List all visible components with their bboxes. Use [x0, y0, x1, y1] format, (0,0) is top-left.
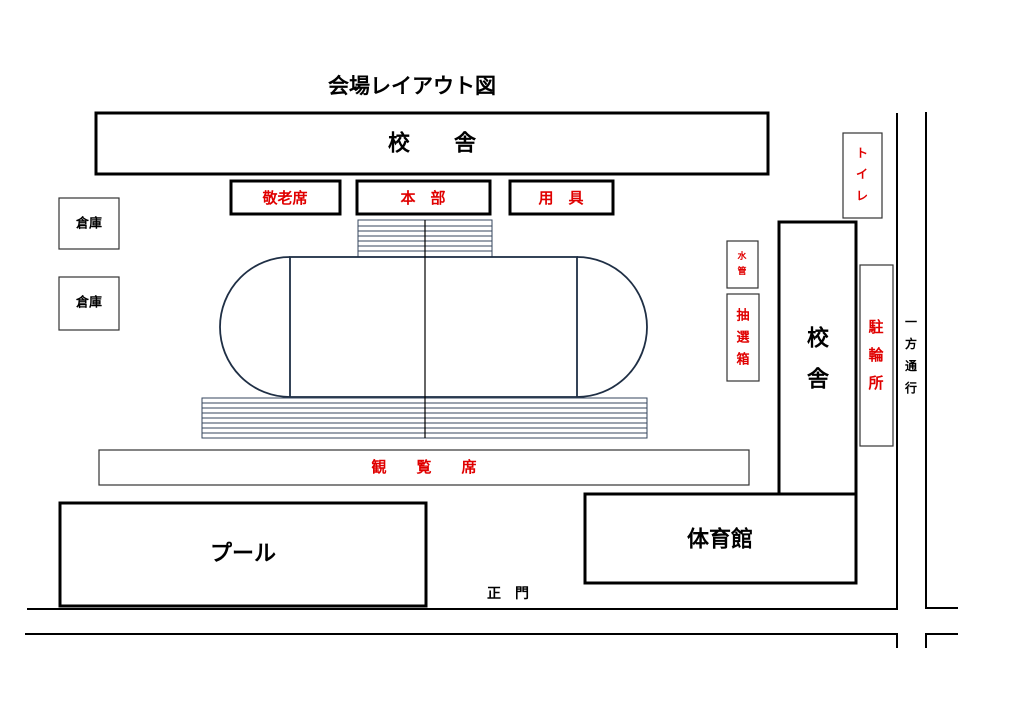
bicycle-parking-char: 駐	[868, 318, 883, 336]
lottery-box: 抽 選 箱	[726, 293, 760, 382]
pool-label: プール	[210, 542, 276, 567]
school-right-label-2: 舎	[807, 368, 830, 393]
one-way-char: 通	[905, 358, 917, 373]
gymnasium: 体育館	[583, 492, 858, 585]
headquarters: 本 部	[355, 179, 492, 216]
main-gate-label: 正 門	[487, 586, 529, 602]
equipment-label: 用 具	[538, 189, 583, 207]
toilet-char: イ	[856, 167, 868, 181]
toilet: ト イ レ	[842, 132, 883, 219]
athletic-track	[219, 256, 648, 398]
lottery-box-char: 箱	[736, 352, 749, 368]
storage-1-label: 倉庫	[75, 216, 102, 232]
water-pipe-char: 管	[737, 265, 746, 277]
water-pipe-char: 水	[737, 250, 747, 262]
equipment: 用 具	[508, 179, 615, 216]
school-right-label-1: 校	[807, 326, 830, 352]
lottery-box-char: 抽	[736, 308, 749, 324]
water-pipe: 水 管	[726, 240, 759, 289]
spectator-seats: 観 覧 席	[98, 449, 750, 486]
gym-label: 体育館	[687, 527, 753, 553]
school-building-top: 校 舎	[94, 111, 770, 176]
one-way-char: 行	[904, 380, 917, 395]
school-building-right: 校 舎	[777, 220, 858, 496]
one-way-char: 方	[905, 336, 917, 351]
storage-2: 倉庫	[58, 276, 120, 331]
storage-2-label: 倉庫	[75, 295, 102, 311]
bicycle-parking-char: 所	[868, 374, 883, 392]
spectator-seats-label: 観 覧 席	[371, 458, 476, 476]
map-title: 会場レイアウト図	[328, 74, 496, 98]
one-way-label: 一 方 通 行	[904, 315, 917, 395]
bicycle-parking-char: 輪	[868, 346, 884, 364]
elder-seats-label: 敬老席	[261, 189, 307, 207]
one-way-char: 一	[905, 315, 917, 329]
roads	[25, 112, 958, 648]
toilet-char: レ	[856, 189, 868, 203]
elder-seats: 敬老席	[229, 179, 342, 216]
pool: プール	[58, 501, 428, 608]
school-top-label: 校 舎	[388, 131, 477, 157]
lottery-box-char: 選	[736, 330, 749, 346]
bicycle-parking: 駐 輪 所	[859, 264, 894, 447]
headquarters-label: 本 部	[400, 189, 445, 207]
storage-1: 倉庫	[58, 197, 120, 250]
toilet-char: ト	[856, 146, 868, 160]
